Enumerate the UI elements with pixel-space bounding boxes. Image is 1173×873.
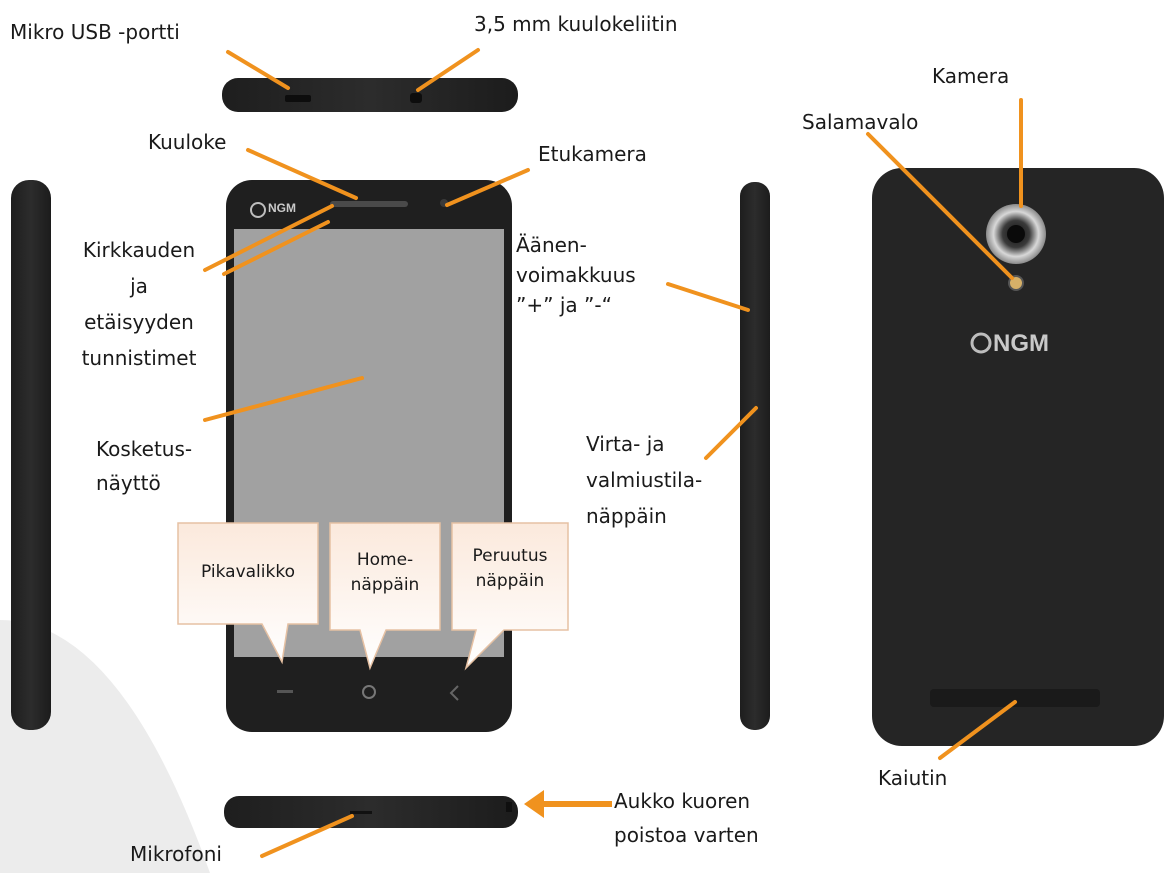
front-logo: NGM	[268, 201, 296, 215]
label-sensors: Kirkkauden ja etäisyyden tunnistimet	[81, 238, 197, 370]
callout-home-key-text: Home- näppäin	[350, 550, 420, 595]
label-headphone-jack: 3,5 mm kuulokeliitin	[474, 12, 678, 36]
label-volume: Äänen- voimakkuus ”+” ja ”-“	[516, 233, 636, 317]
background-arc	[0, 620, 210, 873]
back-key-icon	[449, 685, 459, 701]
phone-top-edge	[222, 78, 518, 112]
label-microphone: Mikrofoni	[130, 842, 222, 866]
phone-back	[872, 168, 1164, 746]
label-flash: Salamavalo	[802, 110, 919, 134]
logo-mark	[250, 202, 266, 218]
usb-port	[285, 95, 311, 102]
leader-lines	[203, 48, 1023, 858]
label-touchscreen: Kosketus- näyttö	[96, 437, 193, 495]
callout-quick-menu-text: Pikavalikko	[201, 562, 295, 582]
phone-bottom-edge	[224, 796, 518, 828]
arrowheads	[524, 790, 612, 818]
callout-home-key	[329, 522, 441, 671]
callout-quick-menu	[177, 522, 319, 665]
home-key-icon	[362, 685, 376, 699]
label-speaker: Kaiutin	[878, 766, 948, 790]
label-camera: Kamera	[932, 64, 1010, 88]
label-front-camera: Etukamera	[538, 142, 647, 166]
phone-right-side	[740, 182, 770, 730]
headphone-hole	[410, 93, 422, 103]
earpiece-grille	[330, 201, 408, 207]
phone-left-side	[11, 180, 51, 730]
cover-slot	[506, 802, 512, 812]
microphone-hole	[350, 811, 372, 814]
label-cover-slot: Aukko kuoren poistoa varten	[614, 789, 759, 847]
callout-back-key	[451, 522, 569, 671]
label-power-key: Virta- ja valmiustila- näppäin	[586, 432, 703, 528]
logo-mark	[970, 332, 992, 354]
menu-key-icon	[277, 690, 293, 693]
callout-back-key-text: Peruutus näppäin	[472, 546, 548, 591]
label-micro-usb: Mikro USB -portti	[10, 20, 180, 44]
back-logo: NGM	[993, 330, 1049, 357]
speaker-grille	[930, 689, 1100, 707]
label-earpiece: Kuuloke	[148, 130, 227, 154]
